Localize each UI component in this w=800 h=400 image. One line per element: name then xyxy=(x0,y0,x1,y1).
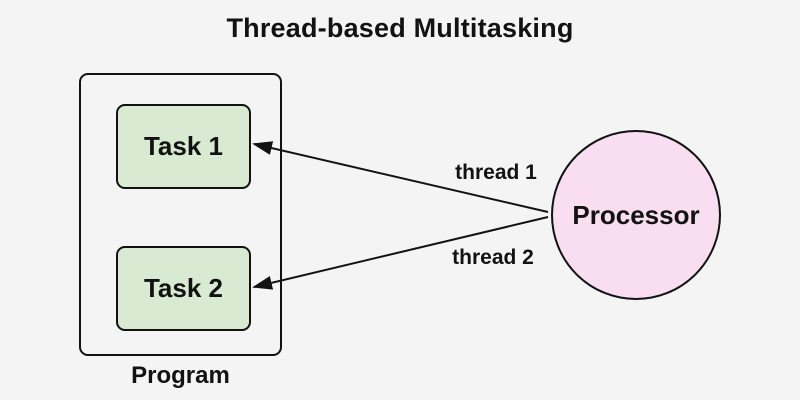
thread-2-label: thread 2 xyxy=(452,246,534,269)
task-1-label: Task 1 xyxy=(143,131,223,161)
processor-circle: Processor xyxy=(551,130,721,300)
program-box: Task 1 Task 2 xyxy=(79,73,282,356)
processor-label: Processor xyxy=(572,199,700,230)
thread-1-label: thread 1 xyxy=(455,161,537,184)
task-1-box: Task 1 xyxy=(116,104,251,189)
task-2-box: Task 2 xyxy=(116,246,251,331)
program-label: Program xyxy=(131,362,230,389)
task-2-label: Task 2 xyxy=(143,273,223,303)
diagram-title: Thread-based Multitasking xyxy=(226,13,574,43)
